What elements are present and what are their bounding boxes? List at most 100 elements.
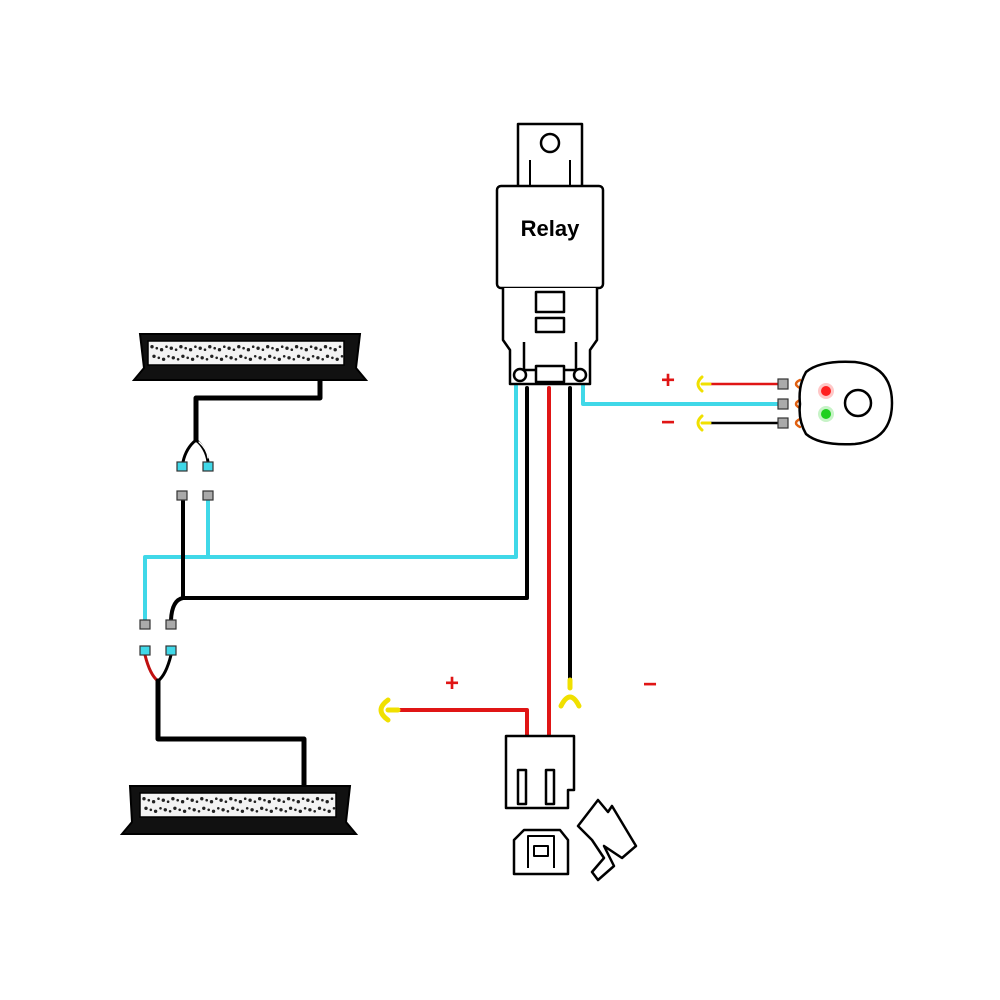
led-dot [309,345,313,349]
switch-led-red-glow [818,383,834,399]
led-dot [300,346,303,350]
light-bar-bottom-leds [142,797,336,813]
led-dot [331,356,334,360]
led-dot [211,809,216,813]
switch-connector-middle[interactable] [777,398,789,410]
led-dot [210,354,214,358]
led-dot [288,806,293,810]
led-dot [269,809,273,813]
led-dot [184,346,187,350]
bottom-male-connector-left[interactable] [139,645,151,656]
switch-positive-terminal-icon[interactable] [696,375,712,393]
led-dot [198,346,202,350]
switch-led-red-icon [821,386,831,396]
light-bar-top-face [147,340,345,366]
relay-screw-right [572,367,588,383]
switch-led-green-glow [818,406,834,422]
yellow-terminals [378,375,712,723]
connectors [139,378,789,656]
led-dot [265,808,268,812]
battery-positive-terminal-icon[interactable] [378,697,401,723]
led-dot [311,800,315,803]
bottom-female-connector-left[interactable] [139,619,151,630]
led-dot [159,348,164,352]
led-dot [181,354,185,358]
led-dot [192,808,196,812]
bottom-male-connector-right[interactable] [165,645,177,656]
led-dot [142,797,146,801]
bottom-split-wire-red [143,653,160,683]
led-dot [292,798,295,802]
led-dot [165,345,168,349]
led-dot [335,357,339,361]
led-dot [207,808,210,812]
fuse-holder[interactable] [504,734,638,882]
led-dot [163,808,167,812]
led-dot [285,346,289,350]
switch-led-green-icon [821,409,831,419]
led-dot [240,809,245,813]
led-dot [277,798,281,802]
switch-button[interactable] [843,388,873,418]
relay-ground-wire [181,386,529,600]
led-dot [188,348,193,352]
bottom-female-connector-right[interactable] [165,619,177,630]
top-male-connector-left[interactable] [176,461,188,472]
led-dot [325,800,329,804]
switch-connector-bottom[interactable] [777,417,789,429]
led-dot [266,345,270,349]
top-split-wire-right [194,438,210,464]
top-female-connector-right[interactable] [202,490,214,501]
led-dot [296,800,300,804]
battery-negative-terminal-icon[interactable] [558,677,582,709]
light-bar-bottom[interactable] [119,785,359,835]
led-dot [282,800,286,803]
led-dot [186,797,189,800]
light-bar-top-leds [150,345,344,361]
led-dot [221,808,225,812]
led-dot [274,807,278,810]
led-dot [316,356,320,360]
top-split-wire-right-white [198,441,209,459]
led-dot [314,346,318,350]
relay[interactable]: Relay [495,122,605,386]
led-dot [258,356,262,360]
switch-negative-terminal-icon[interactable] [696,414,712,432]
led-dot [236,808,239,812]
led-dot [169,346,173,350]
led-dot [217,348,222,352]
switch-connector-top[interactable] [777,378,789,390]
led-dot [277,357,281,361]
led-dot [323,808,326,812]
led-dot [306,798,310,802]
led-dot [219,798,223,802]
led-dot [205,358,209,361]
top-female-connector-left[interactable] [176,490,188,501]
relay-screw-left [512,367,528,383]
led-dot [209,800,214,804]
switch[interactable] [798,360,894,446]
top-male-connector-right[interactable] [202,461,214,472]
led-dot [255,810,259,813]
top-split-wire-left [181,438,198,464]
fuse-clip-bracket [576,798,638,882]
led-dot [263,798,266,802]
led-dot [157,797,160,800]
led-dot [174,348,178,352]
led-dot [287,356,291,360]
led-dot [301,797,305,800]
light-bar-top[interactable] [131,333,369,381]
led-dot [205,798,208,802]
led-dot [227,346,231,350]
power-negative-label: − [643,671,657,698]
led-dot [151,800,156,804]
led-dot [261,348,265,352]
led-dot [329,346,332,350]
led-dot [321,358,325,361]
led-dot [239,354,243,358]
led-dot [251,345,255,349]
led-dot [190,357,195,361]
led-dot [321,798,324,802]
switch-positive-label: + [661,367,675,394]
